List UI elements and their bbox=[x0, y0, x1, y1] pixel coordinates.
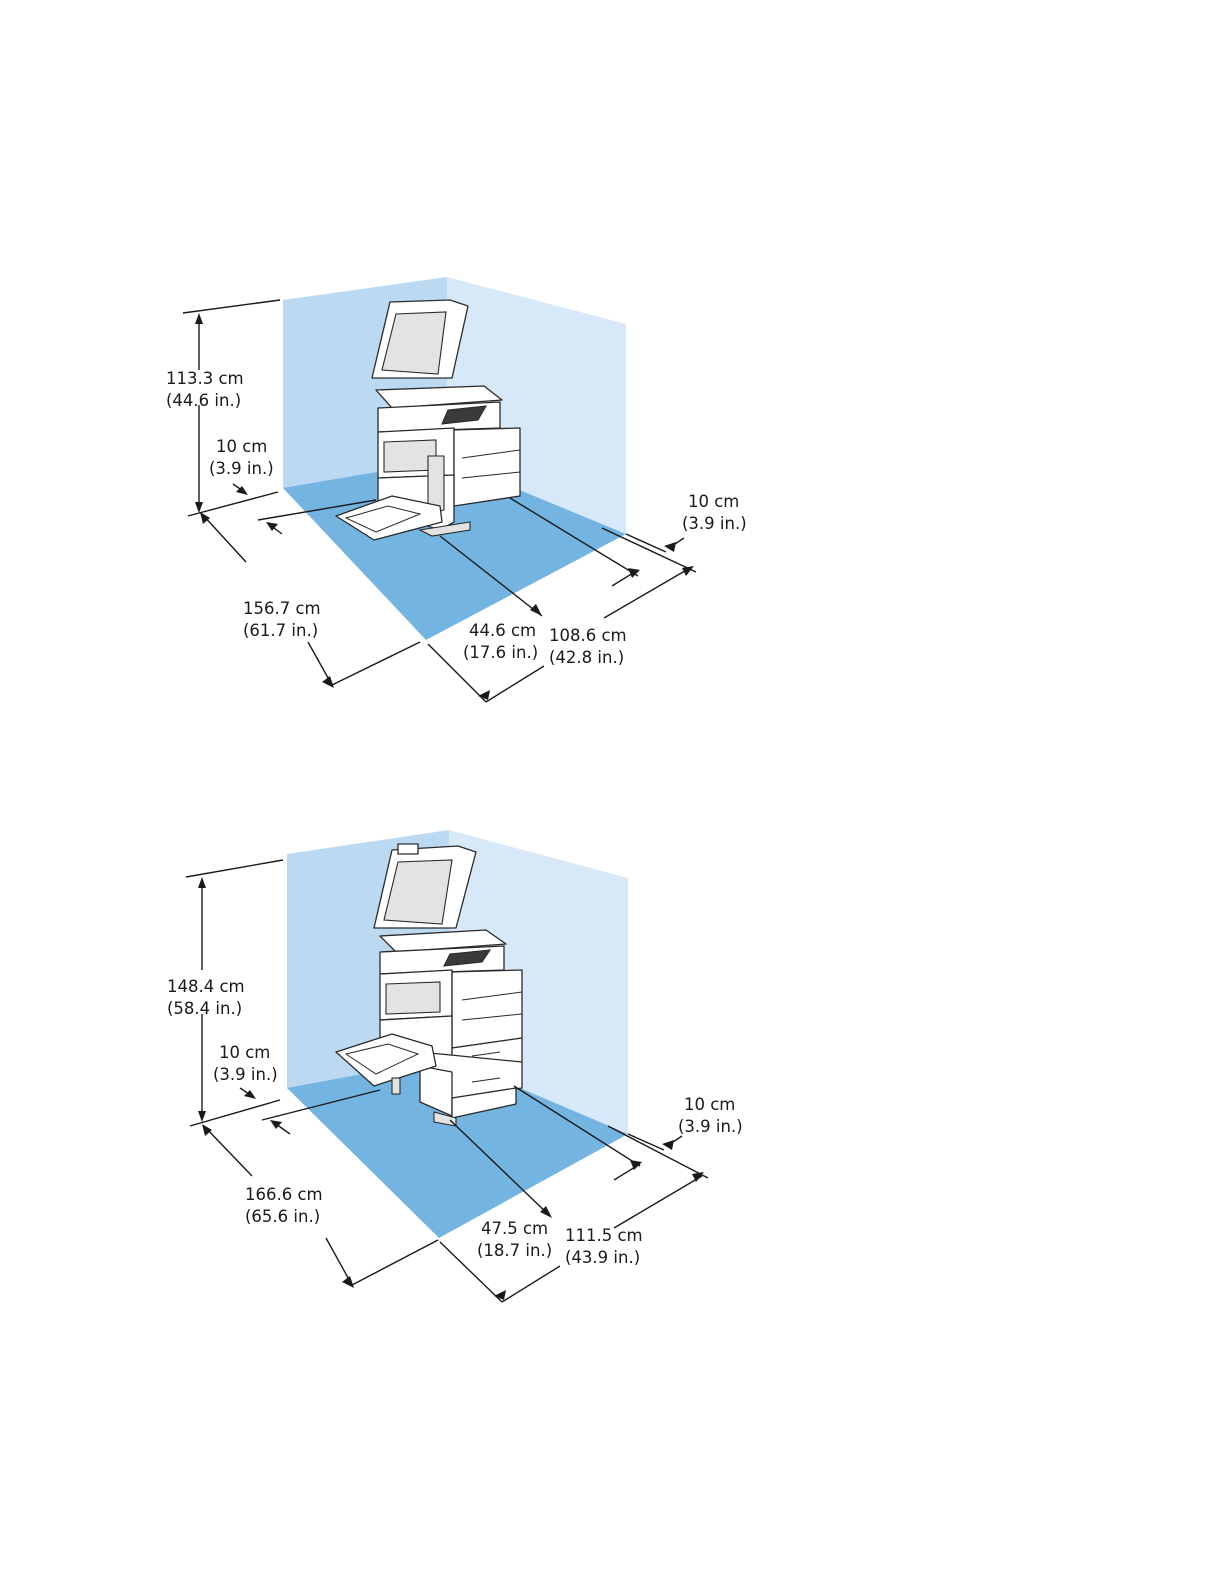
total-depth-cm-label: 111.5 cm bbox=[565, 1226, 643, 1245]
total-width-cm-label: 166.6 cm bbox=[245, 1185, 323, 1204]
right-clearance-in-label: (3.9 in.) bbox=[682, 514, 747, 533]
rear-clearance-cm-label: 47.5 cm bbox=[481, 1219, 548, 1238]
left-clearance-in-label: (3.9 in.) bbox=[213, 1065, 278, 1084]
rear-clearance-in-label: (17.6 in.) bbox=[463, 643, 538, 662]
total-width-in-label: (65.6 in.) bbox=[245, 1207, 320, 1226]
left-clearance-cm-label: 10 cm bbox=[219, 1043, 270, 1062]
rear-clearance-cm-label: 44.6 cm bbox=[469, 621, 536, 640]
left-clearance-in-label: (3.9 in.) bbox=[209, 459, 274, 478]
height-in-label: (44.6 in.) bbox=[166, 391, 241, 410]
clearance-diagram-1: 113.3 cm (44.6 in.) 10 cm (3.9 in.) 156.… bbox=[0, 260, 1224, 720]
height-cm-label: 113.3 cm bbox=[166, 369, 244, 388]
total-depth-cm-label: 108.6 cm bbox=[549, 626, 627, 645]
total-width-cm-label: 156.7 cm bbox=[243, 599, 321, 618]
right-clearance-cm-label: 10 cm bbox=[684, 1095, 735, 1114]
total-width-in-label: (61.7 in.) bbox=[243, 621, 318, 640]
right-clearance-dimension bbox=[628, 1134, 682, 1150]
total-depth-in-label: (43.9 in.) bbox=[565, 1248, 640, 1267]
height-cm-label: 148.4 cm bbox=[167, 977, 245, 996]
right-clearance-cm-label: 10 cm bbox=[688, 492, 739, 511]
left-clearance-cm-label: 10 cm bbox=[216, 437, 267, 456]
height-in-label: (58.4 in.) bbox=[167, 999, 242, 1018]
total-depth-in-label: (42.8 in.) bbox=[549, 648, 624, 667]
clearance-diagram-2: 148.4 cm (58.4 in.) 10 cm (3.9 in.) 166.… bbox=[0, 820, 1224, 1320]
rear-clearance-in-label: (18.7 in.) bbox=[477, 1241, 552, 1260]
right-clearance-in-label: (3.9 in.) bbox=[678, 1117, 743, 1136]
